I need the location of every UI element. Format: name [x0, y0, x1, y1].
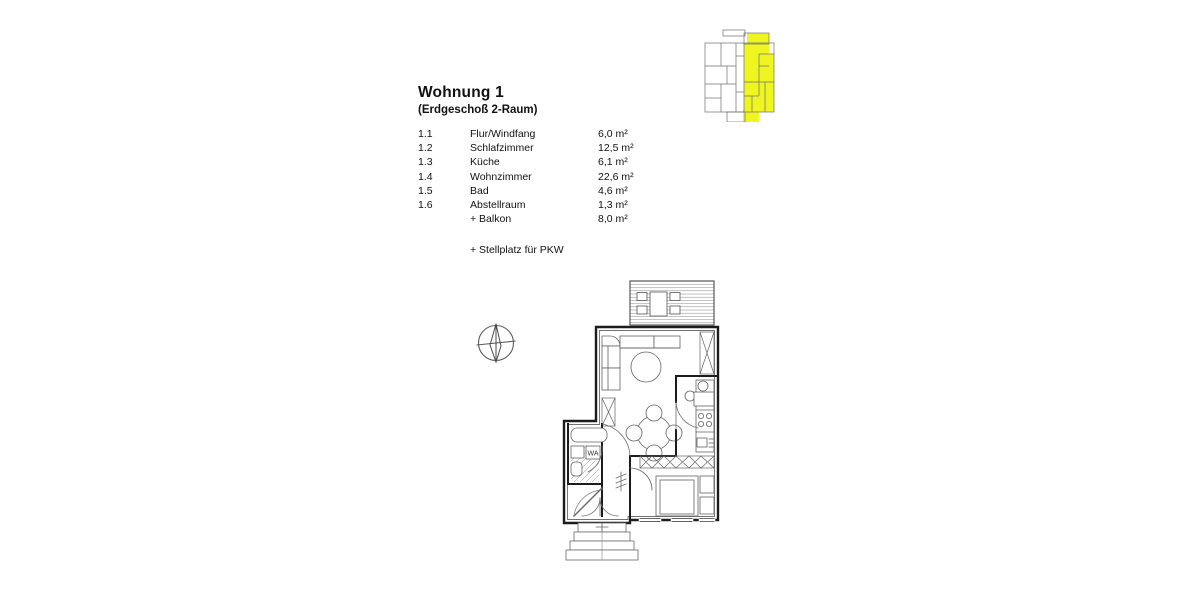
- washing-machine-label: WA: [588, 451, 599, 458]
- key-map-highlight: [743, 33, 774, 122]
- room-name: Wohnzimmer: [470, 170, 532, 183]
- door-swing-kitchen: [675, 401, 699, 429]
- room-area: 4,6 m²: [598, 184, 628, 197]
- room-number: 1.5: [418, 184, 433, 197]
- room-area: 6,0 m²: [598, 128, 628, 140]
- compass-svg: [476, 323, 516, 364]
- title-block: Wohnung 1 (Erdgeschoß 2-Raum) 1.1 Flur/W…: [418, 84, 678, 257]
- coffee-table: [630, 351, 662, 383]
- room-area: 6,1 m²: [598, 156, 628, 169]
- room-name: + Balkon: [470, 213, 512, 226]
- room-wohnzimmer: [601, 331, 715, 462]
- page-subtitle: (Erdgeschoß 2-Raum): [418, 104, 538, 116]
- radiator-icon: [615, 471, 627, 492]
- table-row: 1.3 Küche 6,1 m²: [418, 156, 662, 170]
- washbasin: [570, 445, 585, 459]
- balcony-table: [649, 291, 668, 317]
- wardrobe-niche: [601, 331, 715, 427]
- north-arrow-icon: [473, 320, 519, 366]
- nightstands: [699, 475, 715, 515]
- room-bad: WA: [567, 423, 608, 485]
- door-swing-bath: [587, 445, 603, 473]
- bedroom-wardrobe: [639, 455, 715, 469]
- room-number: 1.3: [418, 156, 433, 169]
- storage-door: [573, 487, 603, 517]
- sectional-sofa: [601, 335, 681, 391]
- parking-note: + Stellplatz für PKW: [470, 244, 564, 257]
- entry-steps: [565, 522, 639, 561]
- cooktop: [697, 412, 712, 427]
- room-name: Bad: [470, 184, 489, 197]
- bathtub: [570, 427, 608, 443]
- room-schlafzimmer: [629, 455, 715, 517]
- double-bed: [655, 475, 699, 517]
- floor-plan-drawing: WA: [540, 270, 744, 570]
- entry-doors: [581, 497, 619, 517]
- room-abstellraum: [567, 483, 603, 517]
- room-number: 1.6: [418, 198, 433, 211]
- kitchen-sink: [684, 380, 715, 407]
- key-map-svg: [704, 29, 775, 123]
- room-number: 1.2: [418, 142, 433, 155]
- room-number: 1.4: [418, 170, 433, 183]
- balcony-chairs: [636, 292, 681, 315]
- door-swing-bedroom: [629, 467, 653, 491]
- toilet: [570, 461, 583, 477]
- room-area: 8,0 m²: [598, 213, 628, 226]
- room-kueche: [675, 375, 719, 457]
- room-area: 1,3 m²: [598, 198, 628, 211]
- table-row: 1.2 Schlafzimmer 12,5 m²: [418, 142, 662, 156]
- washing-machine: [585, 445, 601, 460]
- room-schedule-table: 1.1 Flur/Windfang 6,0 m² 1.2 Schlafzimme…: [418, 128, 662, 227]
- room-name: Flur/Windfang: [470, 128, 536, 140]
- table-row: 1.1 Flur/Windfang 6,0 m²: [418, 128, 662, 142]
- key-map: [697, 22, 801, 123]
- room-area: 12,5 m²: [598, 142, 634, 155]
- room-name: Küche: [470, 156, 500, 169]
- table-row: 1.4 Wohnzimmer 22,6 m²: [418, 171, 662, 185]
- exterior-wall-inner-line: [567, 330, 715, 520]
- table-row: + Balkon 8,0 m²: [418, 213, 662, 227]
- door-swing-storage: [573, 489, 603, 517]
- room-name: Abstellraum: [470, 198, 526, 211]
- window-frames: [639, 518, 715, 522]
- dining-set: [625, 404, 683, 462]
- door-swing-hall: [601, 423, 631, 457]
- floor-plan-svg: WA: [562, 280, 720, 561]
- exterior-walls: [562, 325, 720, 525]
- room-balkon: [629, 280, 715, 326]
- page-title: Wohnung 1: [418, 84, 504, 101]
- kitchen-appliance: [696, 437, 715, 448]
- room-area: 22,6 m²: [598, 170, 634, 183]
- room-number: 1.1: [418, 128, 433, 140]
- table-row: 1.6 Abstellraum 1,3 m²: [418, 199, 662, 213]
- table-row: 1.5 Bad 4,6 m²: [418, 185, 662, 199]
- key-map-outline: [704, 29, 775, 123]
- room-name: Schlafzimmer: [470, 142, 534, 155]
